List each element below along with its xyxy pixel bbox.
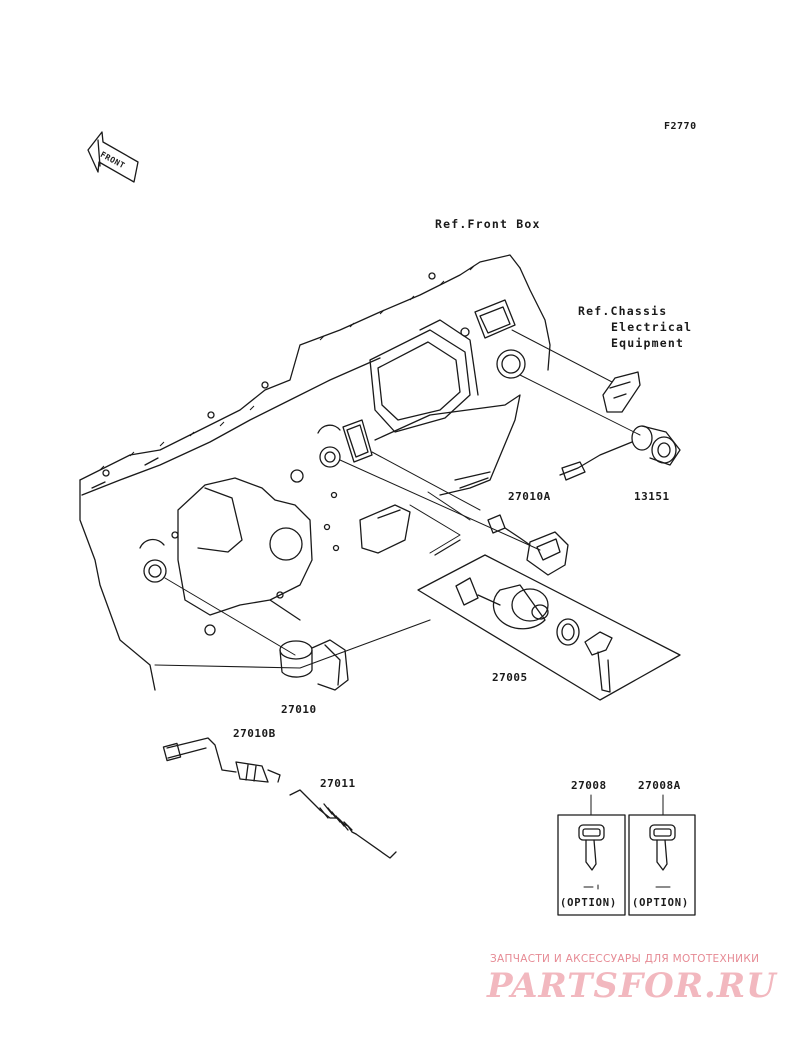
key-option-boxes	[557, 794, 696, 916]
watermark-tagline: ЗАПЧАСТИ И АКСЕССУАРЫ ДЛЯ МОТОТЕХНИКИ	[490, 953, 760, 965]
ref-chassis-line2: Electrical	[611, 320, 693, 334]
rotary-switch-27010	[279, 639, 349, 691]
part-27010[interactable]: 27010	[281, 703, 317, 716]
ref-front-box: Ref.Front Box	[435, 217, 541, 231]
figure-code: F2770	[664, 121, 697, 132]
panel-edge-ticks	[99, 265, 475, 471]
dashboard-panel	[79, 254, 551, 691]
part-27008a[interactable]: 27008A	[638, 779, 681, 792]
panel-sockets	[139, 299, 526, 583]
chassis-connector	[602, 371, 641, 413]
watermark-logo: PARTSFOR.RU	[487, 966, 777, 1006]
ref-chassis-line3: Equipment	[611, 336, 685, 350]
ref-chassis-line1: Ref.Chassis	[578, 304, 668, 318]
switch-27010a	[487, 514, 569, 576]
option-label-27008: (OPTION)	[560, 897, 617, 909]
part-27008[interactable]: 27008	[571, 779, 607, 792]
part-27010b[interactable]: 27010B	[233, 727, 276, 740]
sensor-27010b	[162, 737, 281, 783]
option-label-27008a: (OPTION)	[632, 897, 689, 909]
part-13151[interactable]: 13151	[634, 490, 670, 503]
front-arrow-icon	[87, 131, 139, 183]
leader-lines	[164, 329, 641, 656]
power-socket-13151	[559, 425, 681, 481]
spring-rod-27011	[289, 789, 397, 859]
part-27010a[interactable]: 27010A	[508, 490, 551, 503]
part-27011[interactable]: 27011	[320, 777, 356, 790]
part-27005[interactable]: 27005	[492, 671, 528, 684]
ignition-kit-box	[417, 539, 681, 701]
